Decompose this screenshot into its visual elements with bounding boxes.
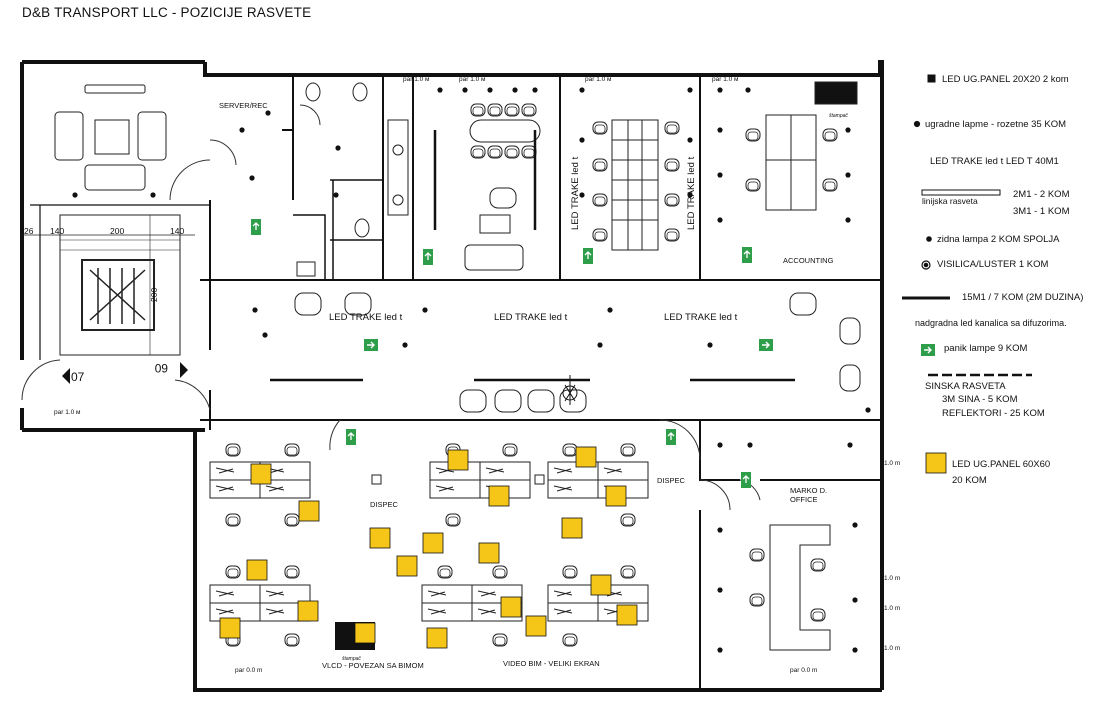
printer-label-top: štampač [829, 113, 848, 119]
level-right-1: 1.0 m [884, 460, 900, 467]
lounge-furniture [54, 84, 167, 191]
led-trake-label-3: LED TRAKE led t [664, 312, 738, 323]
led-trake-label-2: LED TRAKE led t [494, 312, 568, 323]
legend-reflektori: REFLEKTORI - 25 KOM [942, 408, 1045, 419]
legend-visilica: VISILICA/LUSTER 1 KOM [937, 259, 1049, 270]
video-label: VIDEO BIM - VELIKI EKRAN [503, 659, 600, 668]
legend-downlight: ugradne lapme - rozetne 35 KOM [925, 119, 1066, 130]
legend-panel-60x60: LED UG.PANEL 60X60 [952, 459, 1051, 470]
level-right-3: 1.0 m [884, 605, 900, 612]
dim-200-b: 200 [149, 288, 159, 302]
led-trake-vertical-2: LED TRAKE led t [686, 156, 697, 230]
level-marker-60: 60 [154, 361, 168, 375]
room-office-line1: MARKO D. [790, 486, 827, 495]
dim-26: 26 [24, 226, 34, 236]
room-dispec-right: DISPEC [657, 476, 686, 485]
legend-led-trake: LED TRAKE led t LED T 40M1 [930, 156, 1059, 167]
legend-panel-60x60-count: 20 KOM [952, 475, 987, 486]
ceiling-panels-60x60 [219, 446, 638, 649]
dim-200-a: 200 [110, 226, 124, 236]
vlcd-label: VLCD - POVEZAN SA BIMOM [322, 661, 424, 670]
dim-140-a: 140 [50, 226, 64, 236]
training-tables [592, 119, 680, 251]
level-par-4: par 1.0 м [712, 76, 739, 83]
room-dispec-left: DISPEC [370, 500, 399, 509]
door-swings [21, 104, 761, 511]
level-bottom-1: par 0.0 m [235, 667, 262, 674]
room-server: SERVER/REC [219, 101, 268, 110]
level-right-2: 1.0 m [884, 575, 900, 582]
chandelier-icon [562, 375, 578, 405]
armchairs [294, 292, 861, 413]
drawing-title: D&B TRANSPORT LLC - POZICIJE RASVETE [22, 5, 312, 20]
room-office-line2: OFFICE [790, 495, 818, 504]
legend-linijska-3m: 3M1 - 1 KOM [1013, 206, 1070, 217]
level-par-3: par 1.0 м [585, 76, 612, 83]
level-bottom-2: par 0.0 m [790, 667, 817, 674]
legend-panel-20x20: LED UG.PANEL 20X20 2 kom [942, 74, 1069, 85]
toilets [296, 82, 409, 277]
legend-nadgradna: nadgradna led kanalica sa difuzorima. [915, 318, 1067, 328]
accounting-desks [745, 81, 858, 211]
legend-sinska: SINSKA RASVETA [925, 381, 1006, 392]
legend-linijska: linijska rasveta [922, 196, 978, 206]
legend-zidna-lampa: zidna lampa 2 KOM SPOLJA [937, 234, 1060, 245]
conference-table [464, 103, 541, 271]
led-trake-label-1: LED TRAKE led t [329, 312, 403, 323]
level-par-1: par 1.0 м [403, 76, 430, 83]
room-accounting: ACCOUNTING [783, 256, 834, 265]
dispec-desks [209, 443, 649, 647]
legend-15m1: 15M1 / 7 KOM (2M DUZINA) [962, 292, 1084, 303]
office-desk [749, 524, 831, 651]
level-right-4: 1.0 m [884, 645, 900, 652]
stair-block [22, 214, 195, 356]
led-trake-vertical-1: LED TRAKE led t [570, 156, 581, 230]
printer-label-bottom: štampač [342, 656, 361, 662]
downlights [72, 87, 871, 653]
walls [20, 60, 884, 692]
level-marker-07: 07 [71, 370, 85, 384]
linear-lights [270, 130, 795, 382]
legend-sina: 3M SINA - 5 KOM [942, 394, 1018, 405]
dim-140-b: 140 [170, 226, 184, 236]
level-par-2: par 1.0 м [459, 76, 486, 83]
exit-signs [250, 218, 774, 489]
level-par-5: par 1.0 м [54, 409, 81, 416]
legend-symbols [902, 74, 1032, 474]
legend-linijska-2m: 2M1 - 2 KOM [1013, 189, 1070, 200]
legend-panik: panik lampe 9 KOM [944, 343, 1028, 354]
